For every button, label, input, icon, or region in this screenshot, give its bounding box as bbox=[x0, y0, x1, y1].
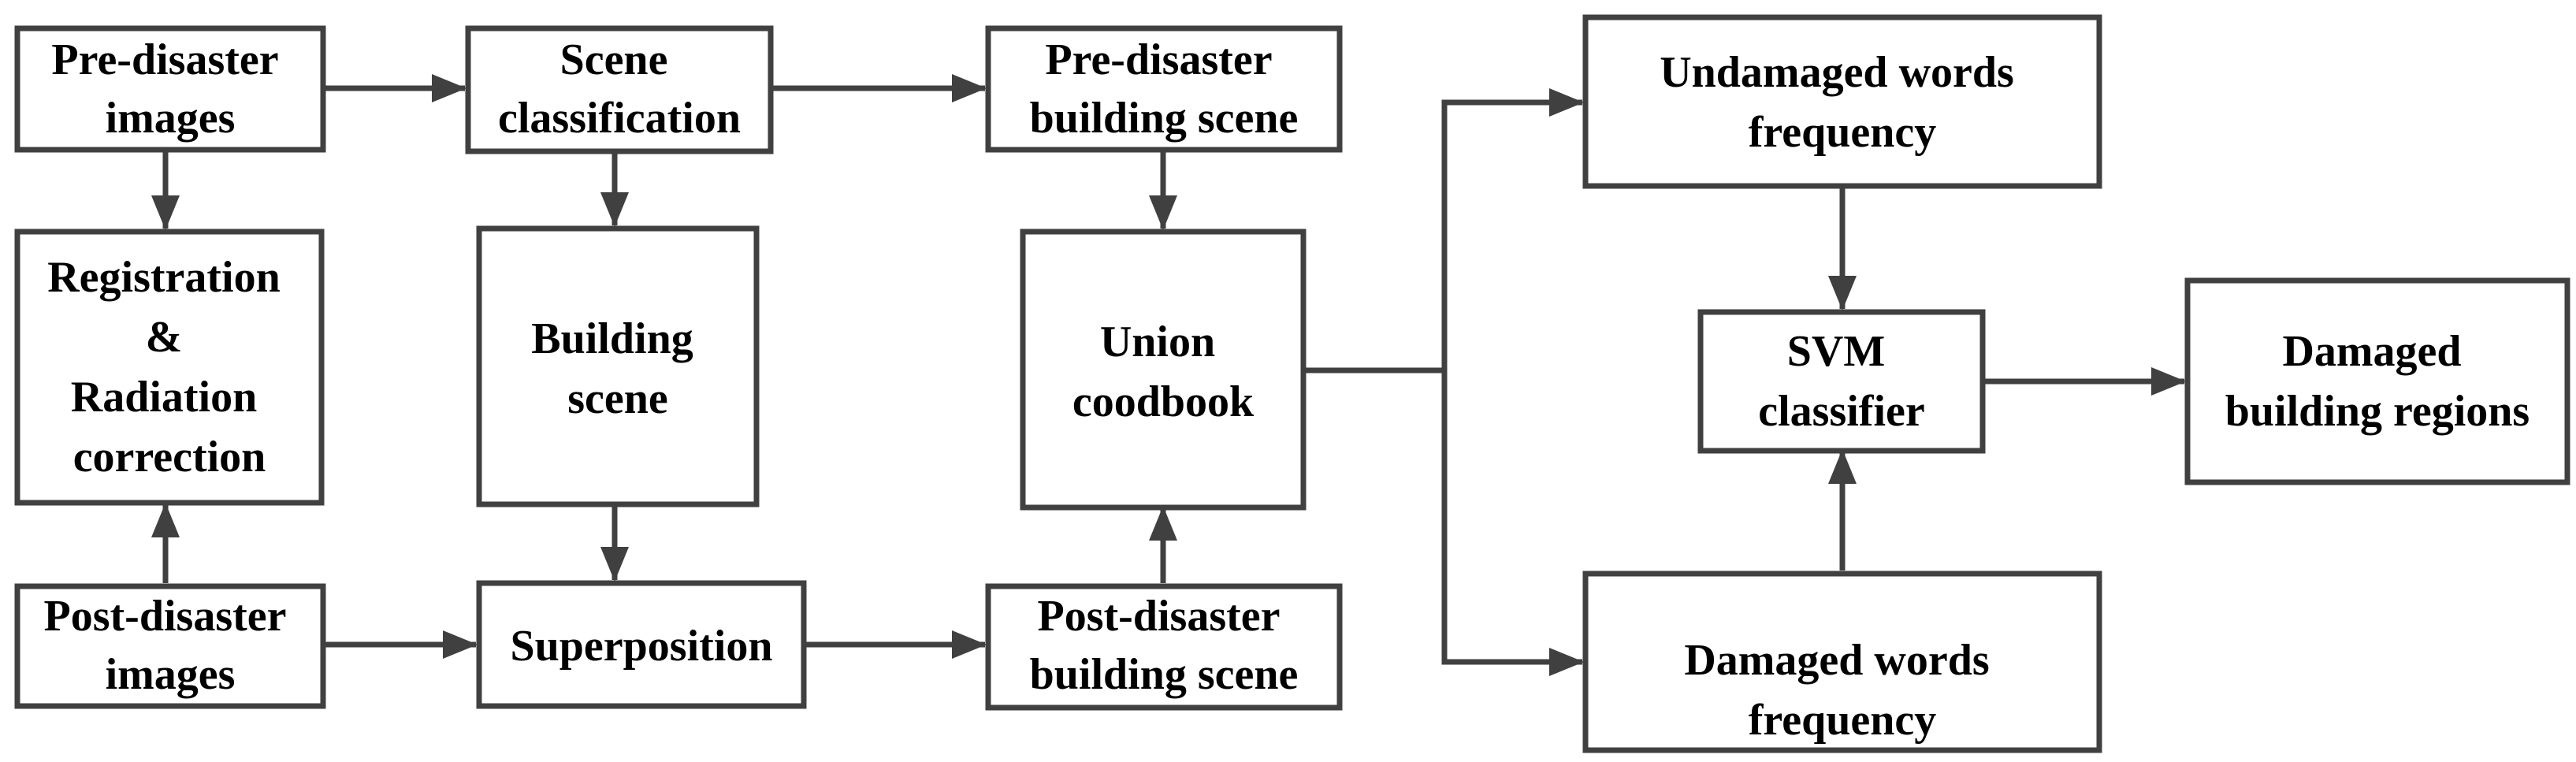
label-union-codebook: Union coodbook bbox=[1072, 318, 1255, 426]
box-scene-classification bbox=[465, 25, 774, 154]
label-building-scene: Building scene bbox=[531, 314, 704, 423]
box-svm-classifier bbox=[1697, 309, 1986, 454]
box-undamaged-words-frequency bbox=[1582, 14, 2102, 189]
label-damaged-building-regions: Damaged building regions bbox=[2225, 327, 2530, 436]
box-post-disaster-images bbox=[14, 583, 326, 709]
label-svm-classifier: SVM classifier bbox=[1758, 327, 1924, 436]
box-superposition bbox=[476, 580, 807, 709]
label-pre-disaster-building-scene: Pre-disaster building scene bbox=[1030, 35, 1299, 143]
node-boxes bbox=[14, 14, 2570, 753]
label-damaged-words-frequency: Damaged words frequency bbox=[1684, 636, 2000, 745]
box-pre-disaster-images bbox=[14, 25, 326, 153]
edge-union-codebook-to-damaged-frequency bbox=[1441, 370, 1584, 676]
box-building-scene bbox=[476, 225, 760, 507]
box-damaged-building-regions bbox=[2184, 277, 2570, 485]
label-undamaged-words-frequency: Undamaged words frequency bbox=[1660, 48, 2025, 157]
box-damaged-words-frequency bbox=[1582, 571, 2102, 753]
edge-union-codebook-to-undamaged-frequency bbox=[1441, 88, 1584, 370]
label-pre-disaster-images: Pre-disaster images bbox=[51, 35, 288, 143]
connectors bbox=[151, 74, 2186, 676]
box-post-disaster-building-scene bbox=[985, 583, 1343, 711]
box-union-codebook bbox=[1020, 229, 1307, 511]
node-labels: Pre-disaster images Scene classification… bbox=[44, 35, 2530, 745]
label-registration-radiation-correction: Registration & Radiation correction bbox=[47, 253, 292, 481]
label-superposition: Superposition bbox=[511, 622, 773, 671]
box-pre-disaster-building-scene bbox=[985, 25, 1343, 153]
label-post-disaster-images: Post-disaster images bbox=[44, 592, 297, 699]
box-registration-radiation-correction bbox=[14, 229, 325, 506]
label-post-disaster-building-scene: Post-disaster building scene bbox=[1030, 592, 1299, 699]
label-scene-classification: Scene classification bbox=[498, 35, 741, 143]
